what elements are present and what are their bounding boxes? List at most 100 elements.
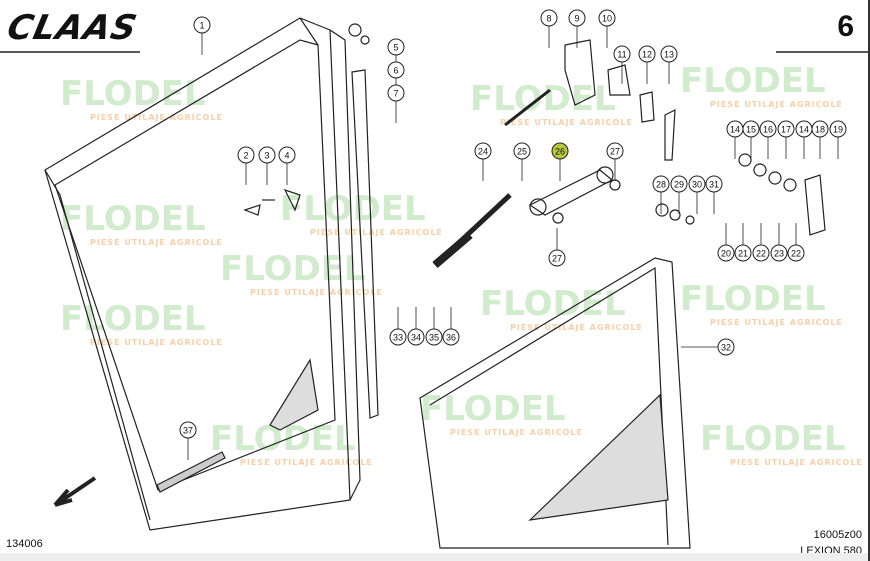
callout-label: 1 bbox=[199, 21, 204, 31]
callout-label: 20 bbox=[721, 249, 731, 259]
callout-37[interactable] bbox=[179, 421, 197, 439]
callout-label: 14 bbox=[799, 125, 809, 135]
callout-31[interactable] bbox=[705, 175, 723, 193]
callout-35[interactable] bbox=[425, 328, 443, 346]
callout-25[interactable] bbox=[513, 142, 531, 160]
callout-16[interactable] bbox=[759, 120, 777, 138]
watermark-subtext: PIESE UTILAJE AGRICOLE bbox=[500, 118, 633, 127]
strip-37 bbox=[156, 451, 226, 493]
callout-6[interactable] bbox=[387, 61, 405, 79]
callout-label: 15 bbox=[746, 125, 756, 135]
callout-20[interactable] bbox=[717, 244, 735, 262]
callout-19[interactable] bbox=[829, 120, 847, 138]
page-number: 6 bbox=[837, 10, 854, 43]
callout-label: 4 bbox=[284, 151, 289, 161]
callout-34[interactable] bbox=[407, 328, 425, 346]
callout-label: 22 bbox=[756, 249, 766, 259]
callout-24[interactable] bbox=[474, 142, 492, 160]
watermark-subtext: PIESE UTILAJE AGRICOLE bbox=[730, 458, 863, 467]
watermark-subtext: PIESE UTILAJE AGRICOLE bbox=[90, 238, 223, 247]
callout-label: 21 bbox=[738, 249, 748, 259]
watermark-subtext: PIESE UTILAJE AGRICOLE bbox=[310, 228, 443, 237]
door-frame bbox=[44, 17, 361, 531]
seal-strip bbox=[351, 69, 379, 419]
callout-8[interactable] bbox=[540, 9, 558, 27]
direction-arrow-icon bbox=[53, 476, 97, 507]
callout-label: 32 bbox=[721, 343, 731, 353]
callout-21[interactable] bbox=[734, 244, 752, 262]
watermark-subtext: PIESE UTILAJE AGRICOLE bbox=[510, 323, 643, 332]
callout-label: 34 bbox=[411, 333, 421, 343]
callout-5[interactable] bbox=[387, 38, 405, 56]
callout-28[interactable] bbox=[652, 175, 670, 193]
callout-10[interactable] bbox=[598, 9, 616, 27]
watermark-subtext: PIESE UTILAJE AGRICOLE bbox=[90, 113, 223, 122]
callout-label: 37 bbox=[183, 426, 193, 436]
drawing-code: 16005z00 bbox=[813, 529, 862, 541]
callout-9[interactable] bbox=[568, 9, 586, 27]
callout-1[interactable] bbox=[193, 16, 211, 34]
callout-22[interactable] bbox=[787, 244, 805, 262]
callout-29[interactable] bbox=[670, 175, 688, 193]
callout-22[interactable] bbox=[752, 244, 770, 262]
watermark-subtext: PIESE UTILAJE AGRICOLE bbox=[710, 318, 843, 327]
callout-26[interactable] bbox=[551, 142, 569, 160]
callout-label: 14 bbox=[730, 125, 740, 135]
callout-label: 11 bbox=[617, 50, 626, 60]
callout-18[interactable] bbox=[811, 120, 829, 138]
callout-label: 10 bbox=[602, 14, 612, 24]
callout-label: 31 bbox=[709, 180, 719, 190]
callout-11[interactable] bbox=[613, 45, 631, 63]
callout-label: 16 bbox=[763, 125, 773, 135]
callout-label: 36 bbox=[446, 333, 456, 343]
watermark-subtext: PIESE UTILAJE AGRICOLE bbox=[450, 428, 583, 437]
callout-label: 8 bbox=[546, 14, 551, 24]
callout-33[interactable] bbox=[389, 328, 407, 346]
callout-label: 24 bbox=[478, 147, 488, 157]
callout-3[interactable] bbox=[258, 146, 276, 164]
callout-12[interactable] bbox=[638, 45, 656, 63]
callout-17[interactable] bbox=[777, 120, 795, 138]
watermark-subtext: PIESE UTILAJE AGRICOLE bbox=[90, 338, 223, 347]
watermark-subtext: PIESE UTILAJE AGRICOLE bbox=[710, 100, 843, 109]
watermark-subtext: PIESE UTILAJE AGRICOLE bbox=[240, 458, 373, 467]
callout-2[interactable] bbox=[237, 146, 255, 164]
callout-label: 12 bbox=[642, 50, 652, 60]
callout-label: 18 bbox=[815, 125, 825, 135]
callout-label: 28 bbox=[656, 180, 666, 190]
callout-label: 17 bbox=[781, 125, 791, 135]
bottom-bar bbox=[0, 553, 868, 561]
callout-label: 19 bbox=[833, 125, 843, 135]
callout-36[interactable] bbox=[442, 328, 460, 346]
callout-label: 3 bbox=[264, 151, 269, 161]
diagram-code: 134006 bbox=[6, 538, 43, 550]
callout-label: 13 bbox=[664, 50, 674, 60]
callout-15[interactable] bbox=[742, 120, 760, 138]
callout-label: 29 bbox=[674, 180, 684, 190]
callout-13[interactable] bbox=[660, 45, 678, 63]
callout-label: 27 bbox=[552, 254, 562, 264]
callout-7[interactable] bbox=[387, 84, 405, 102]
callout-23[interactable] bbox=[770, 244, 788, 262]
callout-4[interactable] bbox=[278, 146, 296, 164]
callout-label: 27 bbox=[610, 147, 620, 157]
callout-30[interactable] bbox=[688, 175, 706, 193]
callout-label: 30 bbox=[692, 180, 702, 190]
callout-27[interactable] bbox=[606, 142, 624, 160]
callout-32[interactable] bbox=[717, 338, 735, 356]
watermark-subtext: PIESE UTILAJE AGRICOLE bbox=[250, 288, 383, 297]
callout-27[interactable] bbox=[548, 249, 566, 267]
callout-label: 6 bbox=[393, 66, 398, 76]
callout-label: 5 bbox=[393, 43, 398, 53]
handle bbox=[528, 169, 614, 216]
callout-label: 22 bbox=[791, 249, 801, 259]
